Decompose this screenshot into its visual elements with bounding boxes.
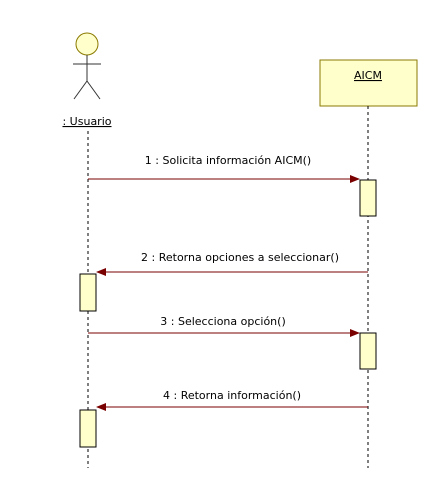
message-3: 3 : Selecciona opción() xyxy=(88,315,360,337)
activation-usuario-2 xyxy=(79,409,97,448)
object-box xyxy=(319,59,418,107)
activation-aicm-1 xyxy=(359,179,377,217)
activation-aicm-2 xyxy=(359,332,377,370)
message-2-label: 2 : Retorna opciones a seleccionar() xyxy=(141,251,339,264)
message-1: 1 : Solicita información AICM() xyxy=(88,154,360,183)
message-2: 2 : Retorna opciones a seleccionar() xyxy=(96,251,368,276)
message-1-label: 1 : Solicita información AICM() xyxy=(145,154,311,167)
actor-head xyxy=(75,32,99,56)
actor-usuario: : Usuario xyxy=(62,32,112,128)
message-4: 4 : Retorna información() xyxy=(96,389,368,411)
actor-right-leg xyxy=(86,80,101,100)
actor-label: : Usuario xyxy=(62,115,111,128)
message-4-label: 4 : Retorna información() xyxy=(163,389,301,402)
message-3-label: 3 : Selecciona opción() xyxy=(160,315,285,328)
activation-usuario-1 xyxy=(79,273,97,312)
actor-left-leg xyxy=(73,80,88,100)
object-label: AICM xyxy=(354,69,382,82)
object-aicm: AICM xyxy=(319,59,418,107)
